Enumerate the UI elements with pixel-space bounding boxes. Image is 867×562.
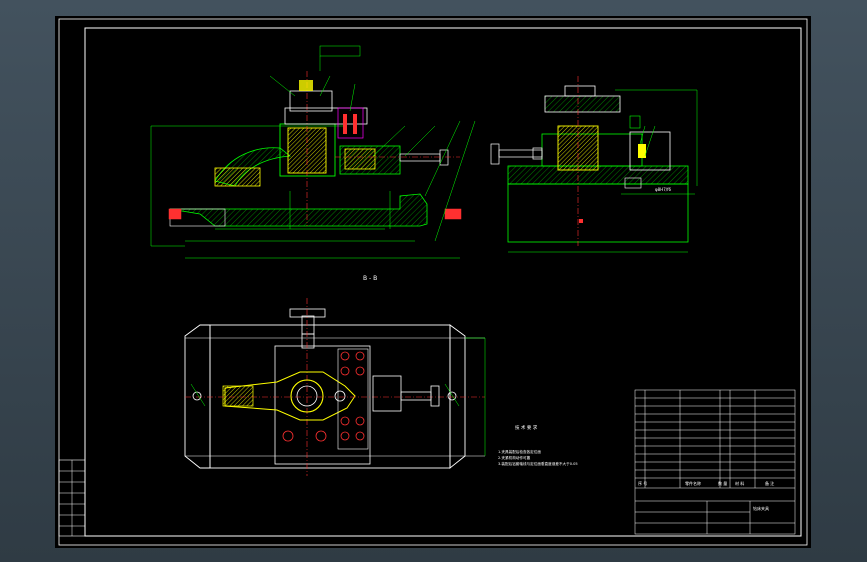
fit-tag: φ8H7/f6	[655, 187, 671, 192]
tech-note-1: 1.夹具装配后检查各定位面	[498, 449, 541, 454]
screw-icon	[192, 391, 202, 401]
col-note: 备 注	[765, 480, 774, 486]
side-strip	[58, 459, 86, 537]
title-block	[634, 389, 796, 535]
tech-note-3: 3.装配后钻套轴线与定位面垂直度误差不大于0.05	[498, 461, 578, 466]
title-block-name: 钻床夹具	[753, 505, 769, 511]
col-seq: 序 号	[638, 480, 647, 486]
side-view: φ8H7/f6	[490, 76, 698, 253]
drawing-sheet: B - B	[55, 16, 811, 548]
inner-border	[84, 27, 802, 537]
tech-note-2: 2.夹紧机构动作可靠	[498, 455, 531, 460]
tech-title: 技 术 要 求	[515, 424, 538, 431]
col-part: 零件名称	[685, 480, 701, 486]
col-mat: 材 料	[735, 480, 744, 486]
hex-nut-icon	[490, 143, 500, 165]
section-mark: B - B	[363, 275, 377, 282]
drawing-canvas: B - B	[58, 18, 808, 546]
outer-border	[58, 18, 808, 546]
col-qty: 数 量	[718, 480, 727, 486]
top-view	[184, 298, 486, 476]
front-view: B - B	[150, 45, 476, 282]
